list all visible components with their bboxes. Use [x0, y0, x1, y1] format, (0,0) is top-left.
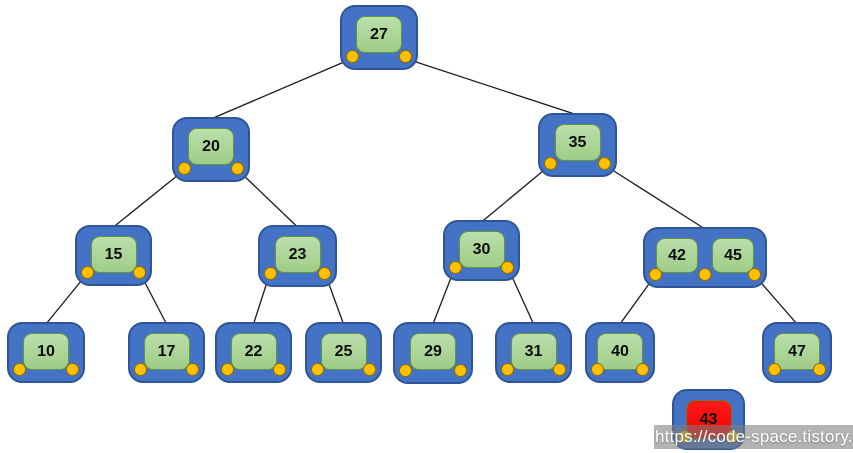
- node-keys: 20: [174, 128, 248, 165]
- tree-edge-15-10: [45, 274, 87, 325]
- node-key: 25: [320, 333, 367, 370]
- connector-dot-left: [449, 261, 462, 274]
- connector-dot-right: [231, 162, 244, 175]
- node-key: 22: [230, 333, 277, 370]
- tree-node-10: 10: [7, 322, 85, 383]
- tree-node-22: 22: [215, 322, 292, 383]
- connector-dot-left: [501, 363, 514, 376]
- connector-dot-right: [454, 364, 467, 377]
- tree-node-35: 35: [538, 113, 617, 177]
- node-keys: 42 45: [645, 238, 765, 273]
- node-keys: 22: [217, 333, 290, 370]
- connector-dot-left: [81, 266, 94, 279]
- connector-dot-left: [768, 363, 781, 376]
- node-key: 17: [143, 333, 190, 370]
- node-keys: 47: [764, 333, 830, 370]
- node-keys: 31: [497, 333, 570, 370]
- node-keys: 25: [307, 333, 380, 370]
- node-key: 42: [656, 238, 698, 273]
- tree-node-30: 30: [443, 220, 520, 281]
- connector-dot-right: [363, 363, 376, 376]
- tree-edge-20-15: [113, 170, 184, 228]
- connector-dot-left: [178, 162, 191, 175]
- connector-dot-right: [553, 363, 566, 376]
- node-keys: 15: [77, 236, 150, 273]
- node-key: 45: [712, 238, 754, 273]
- node-key: 23: [274, 236, 321, 273]
- connector-dot-right: [399, 50, 412, 63]
- connector-dot-right: [66, 363, 79, 376]
- connector-dot-right: [748, 268, 761, 281]
- connector-dot-right: [186, 363, 199, 376]
- connector-dot-left: [264, 267, 277, 280]
- node-key: 20: [188, 128, 234, 165]
- connector-dot-right: [133, 266, 146, 279]
- node-keys: 29: [395, 333, 471, 370]
- tree-edge-35-42-45: [605, 165, 706, 230]
- connector-dot-left: [221, 363, 234, 376]
- connector-dot-left: [649, 268, 662, 281]
- tree-edge-42-45-47: [755, 276, 798, 325]
- node-key: 31: [510, 333, 557, 370]
- connector-dot-right: [598, 157, 611, 170]
- node-key: 30: [458, 231, 505, 268]
- tree-node-31: 31: [495, 322, 572, 383]
- connector-dot-middle: [698, 268, 712, 281]
- tree-node-25: 25: [305, 322, 382, 383]
- tree-edge-27-20: [210, 58, 352, 120]
- connector-dot-right: [501, 261, 514, 274]
- tree-edge-30-31: [508, 269, 535, 325]
- node-keys: 30: [445, 231, 518, 268]
- connector-dot-left: [544, 157, 557, 170]
- connector-dot-right: [273, 363, 286, 376]
- connector-dot-left: [399, 364, 412, 377]
- node-key: 10: [23, 333, 69, 370]
- tree-edge-35-30: [481, 165, 550, 223]
- tree-node-15: 15: [75, 225, 152, 286]
- connector-dot-left: [13, 363, 26, 376]
- connector-dot-right: [318, 267, 331, 280]
- connector-dot-left: [134, 363, 147, 376]
- watermark: https://code-space.tistory.com: [654, 425, 853, 449]
- node-key: 35: [554, 124, 601, 161]
- connector-dot-left: [346, 50, 359, 63]
- node-keys: 10: [9, 333, 83, 370]
- tree-node-29: 29: [393, 322, 473, 384]
- tree-node-17: 17: [128, 322, 205, 383]
- node-keys: 27: [342, 16, 416, 53]
- node-keys: 35: [540, 124, 615, 161]
- node-key: 29: [410, 333, 456, 370]
- tree-node-40: 40: [585, 322, 655, 383]
- node-keys: 17: [130, 333, 203, 370]
- connector-dot-left: [311, 363, 324, 376]
- node-key: 47: [774, 333, 820, 370]
- connector-dot-right: [813, 363, 826, 376]
- node-key: 27: [356, 16, 402, 53]
- node-key: 40: [597, 333, 643, 370]
- node-keys: 40: [587, 333, 653, 370]
- tree-node-47: 47: [762, 322, 832, 383]
- node-key: 15: [90, 236, 137, 273]
- node-keys: 23: [260, 236, 335, 273]
- connector-dot-right: [636, 363, 649, 376]
- tree-edge-27-35: [406, 58, 578, 116]
- tree-node-23: 23: [258, 225, 337, 287]
- tree-edge-20-23: [238, 170, 298, 228]
- tree-node-27: 27: [340, 5, 418, 70]
- tree-node-42-45: 42 45: [643, 227, 767, 288]
- tree-node-20: 20: [172, 117, 250, 182]
- connector-dot-left: [591, 363, 604, 376]
